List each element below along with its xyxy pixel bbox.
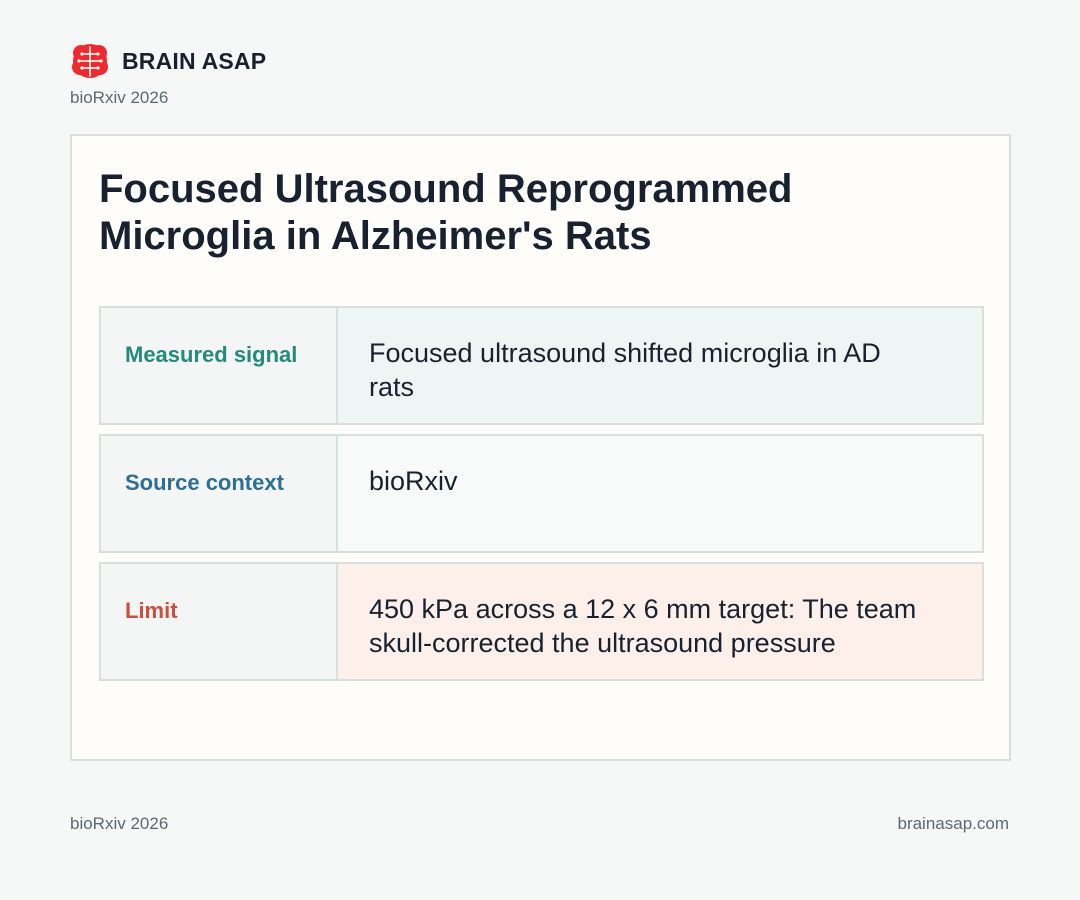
summary-card: Focused Ultrasound Reprogrammed Microgli… <box>70 134 1011 761</box>
row-label-cell: Limit <box>101 564 338 679</box>
footer-source: bioRxiv 2026 <box>70 814 169 833</box>
row-label-cell: Measured signal <box>101 308 338 423</box>
brand-subtitle: bioRxiv 2026 <box>70 88 169 107</box>
row-label: Limit <box>125 598 178 623</box>
row-label: Source context <box>125 470 284 495</box>
row-value-cell: bioRxiv <box>338 436 982 551</box>
row-value-cell: Focused ultrasound shifted microglia in … <box>338 308 982 423</box>
brand-name: BRAIN ASAP <box>122 47 267 74</box>
row-value-cell: 450 kPa across a 12 x 6 mm target: The t… <box>338 564 982 679</box>
brand-header: BRAIN ASAP <box>70 41 266 81</box>
row-value: 450 kPa across a 12 x 6 mm target: The t… <box>369 594 917 658</box>
row-value: bioRxiv <box>369 466 458 496</box>
row-label-cell: Source context <box>101 436 338 551</box>
card-title: Focused Ultrasound Reprogrammed Microgli… <box>99 167 793 258</box>
row-measured-signal: Measured signal Focused ultrasound shift… <box>99 306 984 425</box>
row-label: Measured signal <box>125 342 298 367</box>
row-source-context: Source context bioRxiv <box>99 434 984 553</box>
row-limit: Limit 450 kPa across a 12 x 6 mm target:… <box>99 562 984 681</box>
brain-icon <box>72 44 108 78</box>
row-value: Focused ultrasound shifted microglia in … <box>369 338 881 402</box>
footer-site-link[interactable]: brainasap.com <box>897 814 1009 833</box>
